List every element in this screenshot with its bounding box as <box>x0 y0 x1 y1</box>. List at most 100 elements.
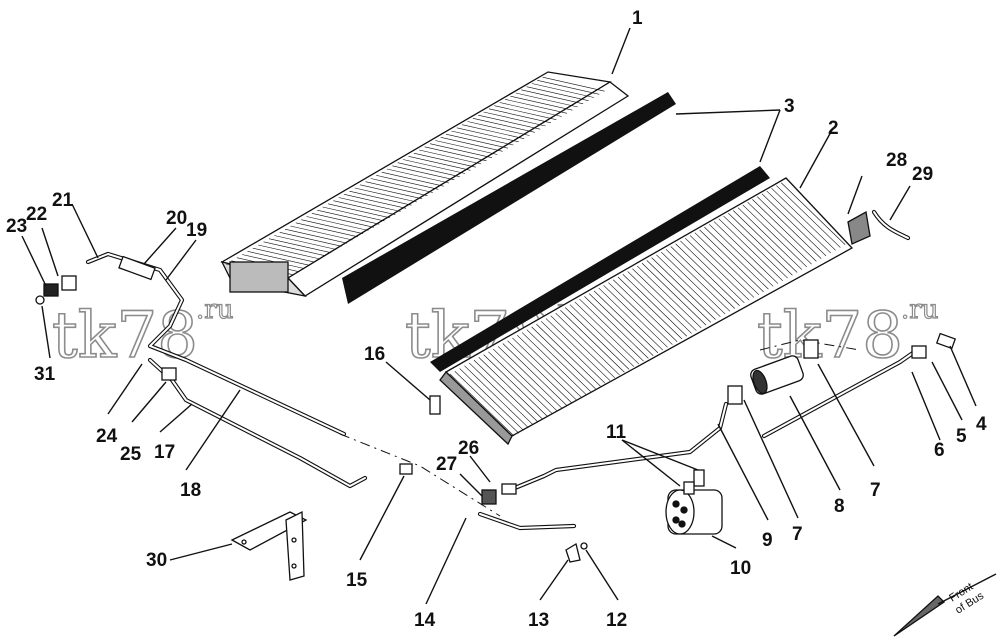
fin-line <box>588 293 654 356</box>
condenser-coil-part-2 <box>439 177 854 446</box>
fin-line <box>636 265 702 329</box>
fin-line <box>392 165 455 181</box>
fin-line <box>473 359 539 423</box>
fin-line <box>780 182 846 245</box>
fin-line <box>612 279 678 342</box>
callout-24: 24 <box>96 426 118 447</box>
fin-line <box>713 221 779 284</box>
callout-25: 25 <box>120 444 142 465</box>
fin-line <box>505 99 568 114</box>
evaporator-housing-part-1 <box>220 71 630 298</box>
fin-line <box>440 137 503 152</box>
fin-line <box>499 102 562 117</box>
fin-line <box>526 329 592 392</box>
fin-line <box>545 318 611 381</box>
fin-line <box>408 156 471 171</box>
callout-11: 11 <box>606 422 627 443</box>
callout-17: 17 <box>154 442 175 463</box>
callout-14: 14 <box>414 610 436 631</box>
fin-line <box>742 204 808 268</box>
callouts: 1 2 3 4 5 6 7 7 8 9 10 11 12 13 14 15 16… <box>6 8 987 631</box>
callout-12: 12 <box>606 610 627 631</box>
callout-9: 9 <box>762 530 773 551</box>
fin-line <box>472 118 535 133</box>
fin-line <box>413 152 476 168</box>
watermark-suffix-3: .ru <box>901 295 938 325</box>
coil-fins <box>449 182 846 437</box>
fin-line <box>502 343 568 406</box>
fin-line <box>526 86 589 101</box>
callout-30: 30 <box>146 550 167 571</box>
fin-line <box>732 210 798 273</box>
fin-line <box>771 188 836 251</box>
callout-15: 15 <box>346 570 368 591</box>
fin-line <box>403 159 466 174</box>
fin-line <box>483 354 548 417</box>
fin-line <box>284 228 348 244</box>
fin-line <box>468 362 534 426</box>
fin-line <box>449 373 515 437</box>
fin-line <box>462 124 525 139</box>
fin-line <box>311 213 374 228</box>
bracket-part-30 <box>230 510 308 581</box>
fin-line <box>268 238 331 253</box>
fin-line <box>761 193 827 257</box>
fin-line <box>258 244 321 260</box>
fin-line <box>349 190 412 206</box>
callout-13: 13 <box>528 610 549 631</box>
fin-line <box>584 296 649 359</box>
fin-line <box>646 260 712 323</box>
fin-line <box>279 232 342 247</box>
fin-line <box>365 181 428 196</box>
fin-line <box>516 334 582 398</box>
callout-7a: 7 <box>870 480 881 501</box>
fin-line <box>338 197 401 212</box>
callout-2: 2 <box>828 118 839 139</box>
callout-28: 28 <box>886 150 907 171</box>
callout-29: 29 <box>912 164 933 185</box>
fin-line <box>536 323 601 387</box>
fin-line <box>435 140 498 155</box>
fin-line <box>603 285 668 348</box>
refrigerant-lines-left <box>35 251 368 489</box>
callout-20: 20 <box>166 208 187 229</box>
callout-3: 3 <box>784 96 795 117</box>
callout-31: 31 <box>34 364 56 385</box>
fin-line <box>515 92 578 108</box>
fin-line <box>370 178 433 193</box>
fin-line <box>478 357 544 420</box>
callout-5: 5 <box>956 426 967 447</box>
callout-26: 26 <box>458 438 479 459</box>
fin-line <box>675 243 740 306</box>
fin-line <box>301 219 364 234</box>
fin-line <box>569 304 635 367</box>
seal-strip-part-3 <box>342 92 770 372</box>
fin-line <box>665 249 731 312</box>
fin-line <box>574 301 640 365</box>
fin-line <box>454 371 520 434</box>
callout-10: 10 <box>730 558 751 579</box>
fin-line <box>290 225 353 241</box>
watermark-suffix-1: .ru <box>196 295 233 325</box>
fin-line <box>306 216 369 231</box>
fin-line <box>708 224 774 287</box>
fin-line <box>756 196 822 259</box>
fin-line <box>344 194 407 209</box>
fin-line <box>386 168 450 184</box>
fin-line <box>376 175 439 190</box>
fin-line <box>507 340 572 403</box>
fin-line <box>579 298 644 362</box>
fin-line <box>555 312 620 376</box>
fin-line <box>459 368 524 431</box>
fin-line <box>521 332 587 395</box>
fin-line <box>295 222 358 238</box>
fin-line <box>651 257 716 320</box>
fin-line <box>429 143 492 158</box>
clamp-part-28 <box>847 209 911 245</box>
fin-line <box>445 133 509 149</box>
fin-line <box>464 365 529 428</box>
fin-line <box>542 76 605 92</box>
fin-line <box>424 146 487 162</box>
fin-line <box>327 203 391 219</box>
